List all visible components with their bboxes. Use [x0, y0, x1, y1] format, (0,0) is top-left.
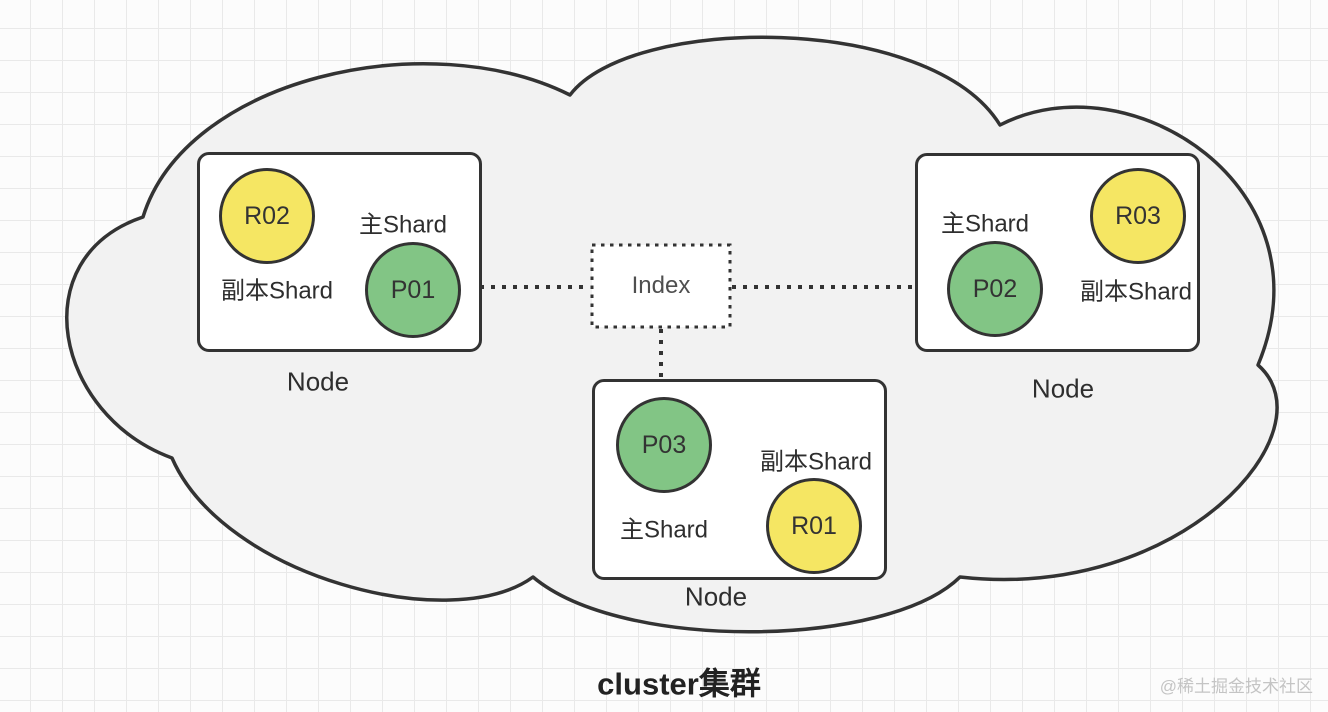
primary-shard-label: 主Shard [940, 210, 1030, 238]
node-caption-left: Node [286, 366, 350, 397]
node-box-bottom: P03 副本Shard 主Shard R01 [592, 379, 887, 580]
primary-shard-circle-p03: P03 [616, 397, 712, 493]
primary-shard-circle-p02: P02 [947, 241, 1043, 337]
replica-shard-circle-r01: R01 [766, 478, 862, 574]
diagram-title: cluster集群 [597, 666, 761, 702]
replica-shard-circle-r02: R02 [219, 168, 315, 264]
node-caption-bottom: Node [684, 581, 748, 612]
node-box-left: R02 主Shard 副本Shard P01 [197, 152, 482, 352]
primary-shard-circle-p01: P01 [365, 242, 461, 338]
primary-shard-label: 主Shard [619, 516, 709, 544]
index-box [590, 243, 732, 329]
watermark: @稀土掘金技术社区 [1159, 677, 1313, 696]
node-caption-right: Node [1031, 373, 1095, 404]
replica-shard-circle-r03: R03 [1090, 168, 1186, 264]
index-label: Index [631, 272, 691, 299]
replica-shard-label: 副本Shard [220, 277, 334, 305]
replica-shard-label: 副本Shard [1079, 278, 1193, 306]
primary-shard-label: 主Shard [358, 211, 448, 239]
replica-shard-label: 副本Shard [759, 448, 873, 476]
node-box-right: 主Shard R03 P02 副本Shard [915, 153, 1200, 352]
